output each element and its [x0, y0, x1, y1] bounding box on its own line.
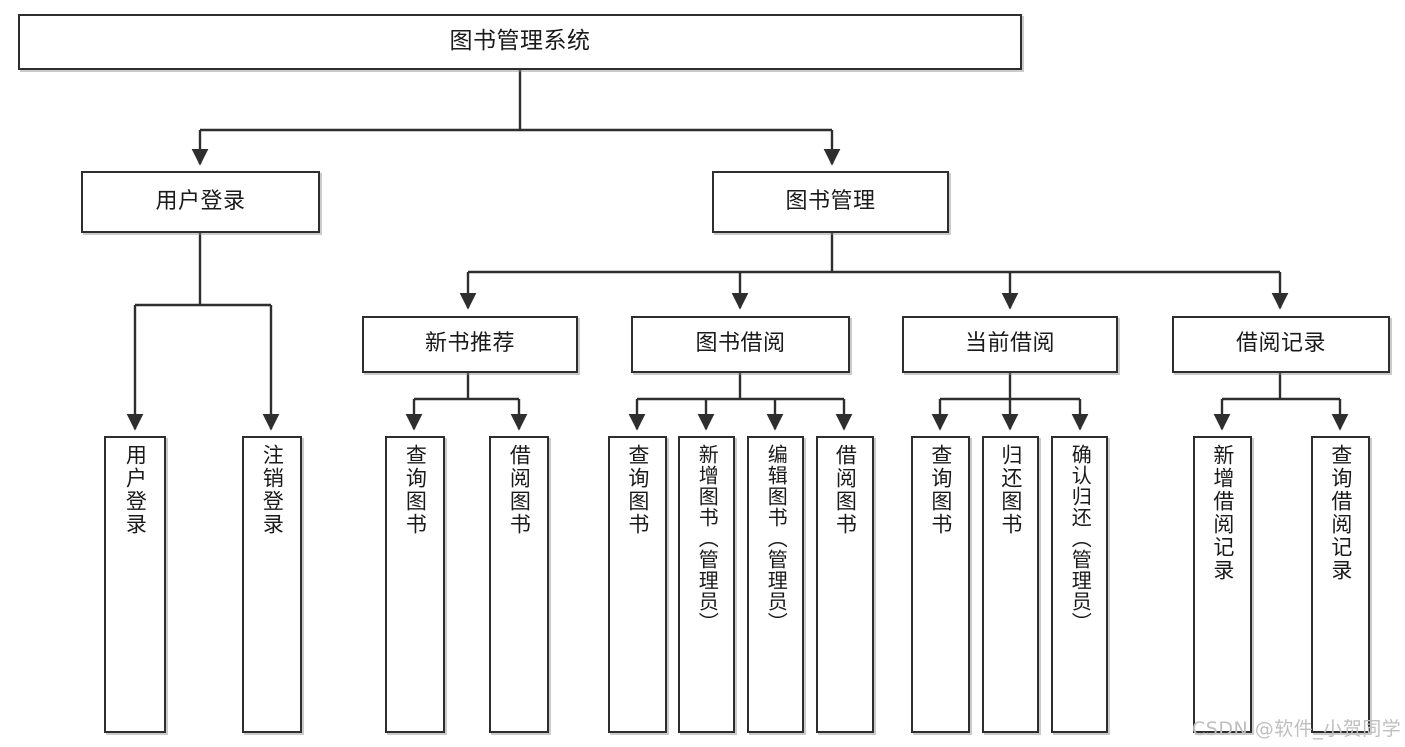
leaf-return-book-label: 归还图书 — [998, 444, 1023, 536]
leaf-logout-label: 注销登录 — [260, 444, 285, 536]
node-root-label: 图书管理系统 — [449, 28, 591, 55]
leaf-edit-book-label: 编辑图书（管理员） — [764, 444, 789, 633]
leaf-query-book-c[interactable]: 查询图书 — [911, 436, 970, 733]
node-new-book-recommend[interactable]: 新书推荐 — [362, 316, 578, 373]
leaf-borrow-book-a[interactable]: 借阅图书 — [489, 436, 549, 733]
leaf-user-login[interactable]: 用户登录 — [104, 436, 166, 733]
node-book-borrow-label: 图书借阅 — [695, 331, 786, 357]
leaf-logout[interactable]: 注销登录 — [242, 436, 302, 733]
leaf-query-book-c-label: 查询图书 — [928, 444, 953, 536]
csdn-watermark: CSDN @软件_小贺同学 — [1192, 718, 1402, 740]
node-user-login-label: 用户登录 — [155, 188, 246, 214]
leaf-query-record[interactable]: 查询借阅记录 — [1311, 436, 1370, 733]
node-root[interactable]: 图书管理系统 — [18, 14, 1022, 70]
leaf-add-book[interactable]: 新增图书（管理员） — [678, 436, 735, 733]
leaf-borrow-book-b-label: 借阅图书 — [833, 444, 858, 536]
leaf-return-book[interactable]: 归还图书 — [982, 436, 1039, 733]
node-current-borrow-label: 当前借阅 — [964, 331, 1055, 357]
leaf-edit-book[interactable]: 编辑图书（管理员） — [747, 436, 804, 733]
node-current-borrow[interactable]: 当前借阅 — [902, 316, 1118, 373]
node-new-book-recommend-label: 新书推荐 — [424, 331, 515, 357]
leaf-add-book-label: 新增图书（管理员） — [695, 444, 720, 633]
leaf-query-book-a-label: 查询图书 — [403, 444, 428, 536]
leaf-query-record-label: 查询借阅记录 — [1328, 444, 1353, 582]
leaf-query-book-b-label: 查询图书 — [625, 444, 650, 536]
leaf-query-book-a[interactable]: 查询图书 — [385, 436, 445, 733]
leaf-confirm-return[interactable]: 确认归还（管理员） — [1051, 436, 1108, 733]
node-book-management-label: 图书管理 — [785, 188, 876, 214]
node-user-login[interactable]: 用户登录 — [81, 171, 320, 233]
leaf-query-book-b[interactable]: 查询图书 — [608, 436, 667, 733]
leaf-add-record[interactable]: 新增借阅记录 — [1193, 436, 1252, 733]
node-borrow-record-label: 借阅记录 — [1235, 331, 1326, 357]
leaf-user-login-label: 用户登录 — [123, 444, 148, 536]
leaf-borrow-book-a-label: 借阅图书 — [507, 444, 532, 536]
node-book-borrow[interactable]: 图书借阅 — [631, 316, 850, 373]
node-borrow-record[interactable]: 借阅记录 — [1172, 316, 1390, 373]
leaf-confirm-return-label: 确认归还（管理员） — [1068, 444, 1093, 633]
leaf-borrow-book-b[interactable]: 借阅图书 — [816, 436, 874, 733]
node-book-management[interactable]: 图书管理 — [712, 171, 949, 233]
leaf-add-record-label: 新增借阅记录 — [1210, 444, 1235, 582]
